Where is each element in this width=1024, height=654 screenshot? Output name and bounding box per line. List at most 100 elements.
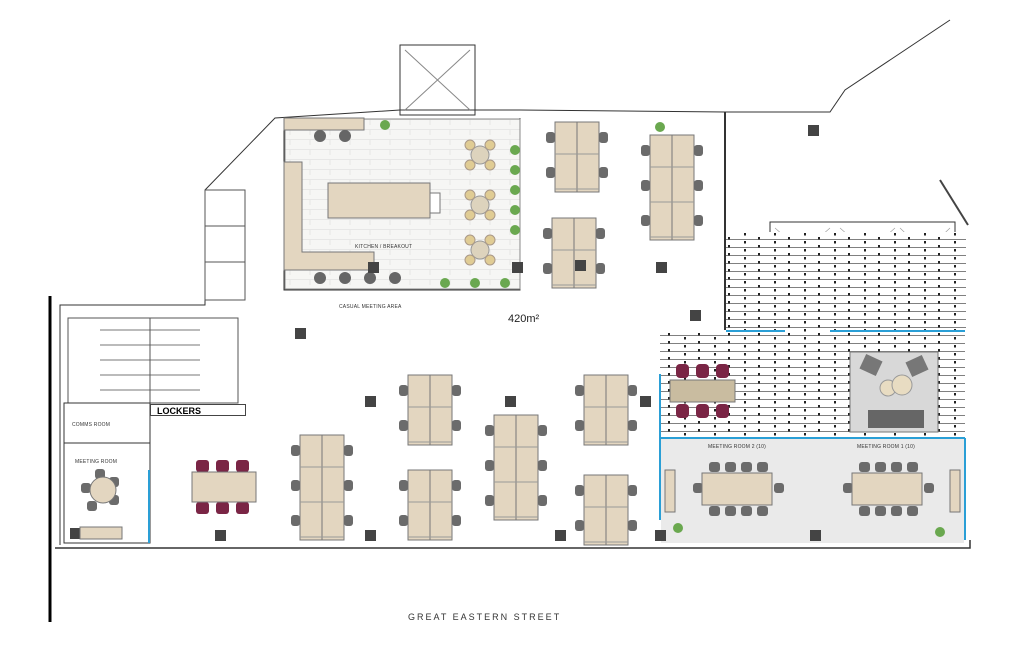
casual-meeting-label: CASUAL MEETING AREA: [339, 304, 402, 310]
column: [295, 328, 306, 339]
cafe-chair: [484, 209, 496, 221]
chair: [599, 167, 608, 178]
chair: [709, 506, 720, 516]
chair: [694, 180, 703, 191]
chair: [575, 520, 584, 531]
chair: [628, 485, 637, 496]
bar-stool: [339, 130, 351, 142]
accent-chair: [236, 460, 249, 472]
chair: [538, 425, 547, 436]
chair: [596, 263, 605, 274]
plant: [510, 185, 520, 195]
chair: [81, 483, 91, 493]
column: [368, 262, 379, 273]
cafe-table: [470, 240, 490, 260]
chair: [757, 462, 768, 472]
chair: [693, 483, 703, 493]
chair: [399, 420, 408, 431]
side-units: [664, 469, 961, 513]
chair: [538, 460, 547, 471]
bar-stool: [364, 272, 376, 284]
comms-room-label: COMMS ROOM: [72, 422, 111, 428]
chair: [399, 480, 408, 491]
total-area: 420m²: [508, 313, 540, 325]
accent-chair: [676, 364, 689, 378]
plant: [440, 278, 450, 288]
accent-chair: [676, 404, 689, 418]
cafe-chair: [484, 234, 496, 246]
cafe-chair: [464, 189, 476, 201]
chair: [399, 385, 408, 396]
chair: [741, 462, 752, 472]
chair: [291, 515, 300, 526]
chair: [628, 420, 637, 431]
chair: [891, 506, 902, 516]
chair: [485, 495, 494, 506]
chair: [859, 506, 870, 516]
column: [215, 530, 226, 541]
column: [640, 396, 651, 407]
cafe-table: [470, 145, 490, 165]
chair: [452, 385, 461, 396]
chair: [291, 480, 300, 491]
chair: [575, 485, 584, 496]
chair: [891, 462, 902, 472]
column: [70, 528, 81, 539]
column: [690, 310, 701, 321]
chair: [725, 462, 736, 472]
cafe-chair: [464, 159, 476, 171]
meeting-room-2-label: MEETING ROOM 2 (10): [708, 444, 766, 450]
chair: [924, 483, 934, 493]
chair: [709, 462, 720, 472]
column: [810, 530, 821, 541]
meeting-room-label: MEETING ROOM: [75, 459, 118, 465]
furniture: [70, 120, 945, 546]
kitchen-label: KITCHEN / BREAKOUT: [355, 244, 413, 250]
chair: [628, 385, 637, 396]
chair: [875, 506, 886, 516]
chair: [628, 520, 637, 531]
cafe-chair: [464, 234, 476, 246]
chair: [641, 180, 650, 191]
accent-chair: [716, 404, 729, 418]
cafe-table: [470, 195, 490, 215]
street-label: GREAT EASTERN STREET: [408, 612, 562, 622]
chair: [741, 506, 752, 516]
chair: [907, 506, 918, 516]
chair: [641, 215, 650, 226]
plant: [935, 527, 945, 537]
chair: [87, 501, 97, 511]
cafe-chair: [484, 254, 496, 266]
column: [512, 262, 523, 273]
bar-stool: [339, 272, 351, 284]
chair: [575, 385, 584, 396]
cafe-chair: [464, 139, 476, 151]
column: [808, 125, 819, 136]
bar-stool: [314, 130, 326, 142]
cafe-chair: [464, 254, 476, 266]
plant: [470, 278, 480, 288]
plant: [510, 205, 520, 215]
plant: [510, 145, 520, 155]
chair: [344, 480, 353, 491]
cafe-chair: [484, 189, 496, 201]
lockers-label: LOCKERS: [150, 404, 246, 416]
chair: [452, 420, 461, 431]
chair: [596, 228, 605, 239]
plant: [510, 165, 520, 175]
column: [365, 530, 376, 541]
accent-chair: [216, 502, 229, 514]
chair: [774, 483, 784, 493]
plant: [673, 523, 683, 533]
meeting-room-1-label: MEETING ROOM 1 (10): [857, 444, 915, 450]
chair: [344, 445, 353, 456]
column: [656, 262, 667, 273]
chair: [546, 132, 555, 143]
column: [575, 260, 586, 271]
lounge-furniture: [859, 353, 929, 428]
accent-chair: [196, 460, 209, 472]
column: [655, 530, 666, 541]
accent-chair: [196, 502, 209, 514]
chair: [641, 145, 650, 156]
chair: [843, 483, 853, 493]
